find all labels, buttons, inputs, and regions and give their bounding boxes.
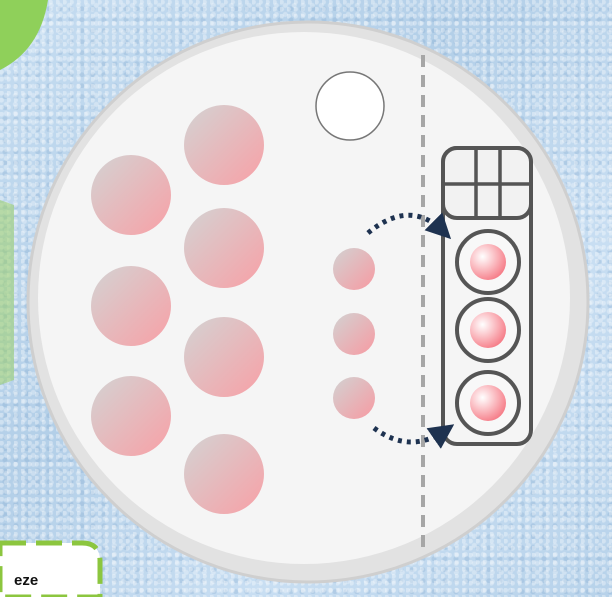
blank-disc: [316, 72, 384, 140]
corner-shape-top-left: [0, 0, 48, 70]
colony-large: [91, 266, 171, 346]
colony-large: [91, 376, 171, 456]
colony-small: [333, 377, 375, 419]
side-shape-left: [0, 200, 14, 385]
colony-small: [333, 313, 375, 355]
strip-well: [457, 372, 519, 434]
colony-large: [91, 155, 171, 235]
note-label: eze: [0, 572, 38, 589]
colony-large: [184, 208, 264, 288]
colony-large: [184, 105, 264, 185]
strip-well: [457, 299, 519, 361]
colony-large: [184, 434, 264, 514]
colony-small: [333, 248, 375, 290]
colony-large: [184, 317, 264, 397]
strip-well: [457, 231, 519, 293]
